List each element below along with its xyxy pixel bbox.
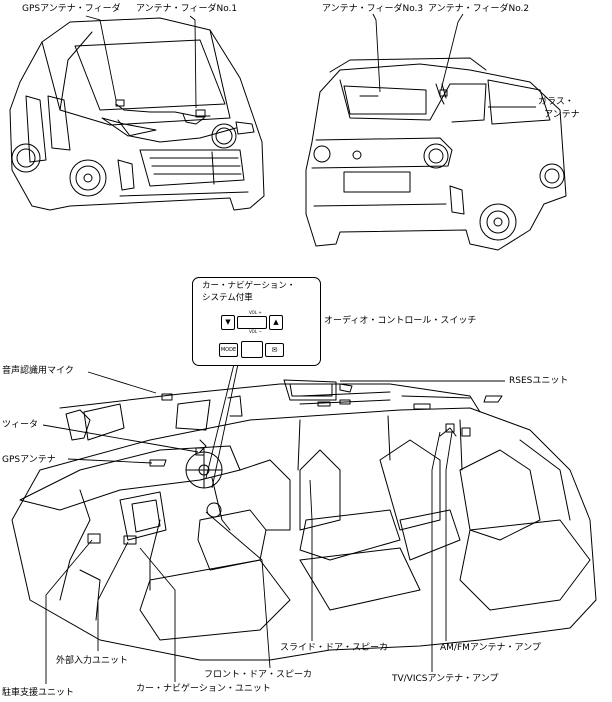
label-voice-recognition-mic: 音声認識用マイク (2, 366, 74, 376)
label-front-door-speaker: フロント・ドア・スピーカ (204, 670, 313, 680)
callout-title-line1: カー・ナビゲーション・ (202, 281, 296, 291)
label-parking-assist-unit: 駐車支援ユニット (2, 688, 75, 698)
label-antenna-feeder-no3: アンテナ・フィーダNo.3 (322, 4, 424, 14)
down-arrow-button: ▼ (221, 315, 235, 330)
voice-button: ✉ (265, 343, 284, 357)
interior-cabin (11, 379, 597, 661)
label-gps-antenna-feeder: GPSアンテナ・フィーダ (22, 4, 121, 14)
callout-title-line2: システム付車 (202, 293, 253, 303)
label-amfm-antenna-amp: AM/FMアンテナ・アンプ (440, 643, 541, 653)
label-antenna-feeder-no1: アンテナ・フィーダNo.1 (136, 4, 238, 14)
rear-exterior-car (305, 57, 567, 251)
vol-up-text: VOL + (249, 310, 262, 315)
mode-button: MODE (219, 343, 238, 357)
label-glass-antenna-line2: アンテナ (544, 110, 580, 120)
label-tvvics-antenna-amp: TV/VICSアンテナ・アンプ (392, 674, 499, 684)
up-arrow-button: ▲ (269, 315, 283, 330)
label-car-navigation-unit: カー・ナビゲーション・ユニット (136, 684, 271, 694)
front-exterior-car (9, 17, 265, 211)
label-external-input-unit: 外部入力ユニット (56, 656, 129, 666)
label-audio-control-switch: オーディオ・コントロール・スイッチ (324, 316, 477, 326)
volume-rocker (237, 316, 267, 329)
vol-down-text: VOL − (249, 329, 262, 334)
label-antenna-feeder-no2: アンテナ・フィーダNo.2 (428, 4, 530, 14)
navigation-callout-box: カー・ナビゲーション・ システム付車 ▼ VOL + VOL − ▲ MODE … (192, 277, 321, 366)
label-slide-door-speaker: スライド・ドア・スピーカ (280, 643, 389, 653)
label-gps-antenna: GPSアンテナ (2, 455, 56, 465)
label-tweeter: ツィータ (2, 420, 39, 430)
label-rses-unit: RSESユニット (509, 376, 569, 386)
label-glass-antenna-line1: ガラス・ (538, 97, 574, 107)
center-button (241, 341, 263, 358)
leader-lines (42, 13, 536, 684)
